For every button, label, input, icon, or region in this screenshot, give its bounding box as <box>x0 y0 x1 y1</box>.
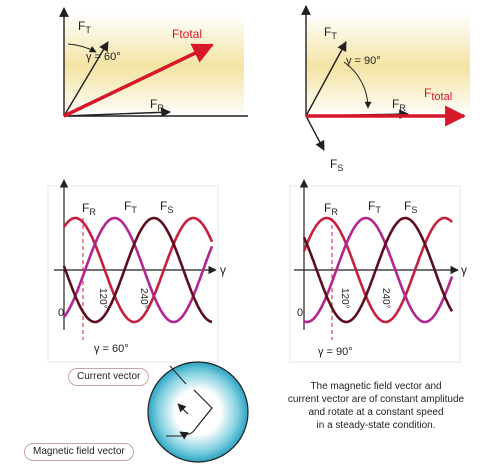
ft-curve <box>62 216 214 324</box>
panel-frame <box>47 185 219 363</box>
vector-panel-gamma-60: FT Ftotal γ = 60° FR <box>59 7 248 118</box>
ftotal-vector <box>63 43 214 118</box>
fs-curve <box>302 216 454 324</box>
fr-label: FR <box>392 97 406 113</box>
fs-curve <box>62 216 213 324</box>
tick-120-label: 120° <box>339 288 350 309</box>
zero-label: 0 <box>297 307 303 319</box>
caption: The magnetic field vector and current ve… <box>258 380 494 432</box>
ft-label: FT <box>124 199 137 215</box>
ft-vector <box>305 41 347 117</box>
current-vector-label: Current vector <box>68 368 150 386</box>
panel-frame <box>289 185 461 363</box>
fr-curve <box>302 216 453 324</box>
fs-vector <box>305 115 325 151</box>
fr-label: FR <box>324 201 338 217</box>
zero-label: 0 <box>58 307 64 319</box>
fr-label: FR <box>150 97 164 113</box>
ft-vector <box>63 41 109 117</box>
ftotal-label: Ftotal <box>424 86 452 103</box>
caption-line-2: current vector are of constant amplitude <box>287 394 465 405</box>
waveform-panel-gamma-60: FR FT FS γ 0 120° 240° γ = 60° <box>47 179 226 363</box>
angle-arc <box>343 61 372 109</box>
fs-label: FS <box>404 199 417 215</box>
gamma-label: γ = 90° <box>318 346 353 358</box>
gamma-label: γ = 60° <box>86 51 121 63</box>
fr-label: FR <box>82 201 96 217</box>
ft-label: FT <box>324 25 337 41</box>
caption-line-1: The magnetic field vector and <box>310 381 442 392</box>
rotor-disc <box>147 361 249 463</box>
caption-line-4: in a steady-state condition. <box>316 420 436 431</box>
gamma-axis-label: γ <box>461 263 467 277</box>
waveform-panel-gamma-90: FR FT FS γ 0 120° 240° γ = 90° <box>289 179 467 363</box>
gamma-axis-label: γ <box>220 263 226 277</box>
vector-panel-gamma-90: FT γ = 90° FR Ftotal FS <box>301 5 470 173</box>
ft-label: FT <box>368 199 381 215</box>
vector-pair <box>193 389 213 429</box>
fr-vector <box>63 107 171 118</box>
field-vector-arrow <box>179 427 197 440</box>
fs-label: FS <box>160 199 173 215</box>
tick-240-label: 240° <box>138 288 149 309</box>
angle-arc <box>67 43 97 53</box>
tick-120-label: 120° <box>97 288 108 309</box>
fs-label: FS <box>330 157 343 173</box>
ftotal-label: Ftotal <box>172 27 202 41</box>
ft-curve <box>303 216 454 324</box>
fr-curve <box>62 216 214 324</box>
ft-label: FT <box>78 19 91 35</box>
current-vector-leader <box>169 365 187 385</box>
gamma-label: γ = 60° <box>94 343 129 355</box>
caption-line-3: and rotate at a constant speed <box>308 407 444 418</box>
gamma-label: γ = 90° <box>346 55 381 67</box>
current-vector-arrow <box>177 403 189 415</box>
tick-240-label: 240° <box>380 288 391 309</box>
magnetic-field-vector-label: Magnetic field vector <box>24 443 134 461</box>
rotor-circle <box>147 361 249 463</box>
